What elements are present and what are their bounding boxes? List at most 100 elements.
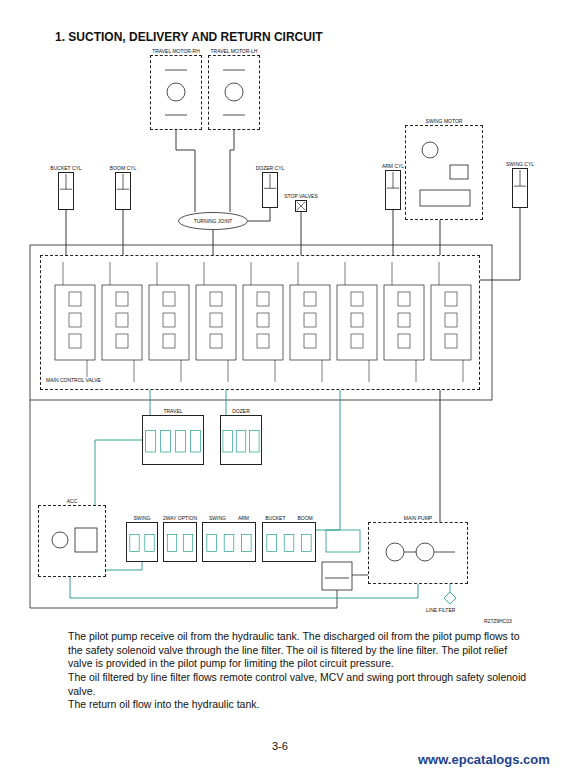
pilot-valve: [130, 534, 139, 551]
tank-symbol: [322, 562, 352, 590]
turning-joint: TURNING JOINT: [178, 212, 248, 230]
label-row: SWING MOTOR: [425, 119, 464, 124]
spool-section: [384, 285, 424, 360]
port-stub: [298, 262, 322, 382]
hydraulic-line: [393, 210, 394, 255]
label-row: DOZER: [231, 409, 251, 414]
pilot-valve: [236, 430, 246, 452]
port-stub: [251, 262, 275, 382]
pilot-valve: [146, 430, 156, 452]
hydraulic-line: [248, 208, 270, 221]
cylinder: DOZER CYL: [262, 172, 278, 208]
main-pump: MAIN PUMP: [368, 522, 468, 584]
solenoid-valve: [75, 528, 97, 552]
pilot-valve: [191, 430, 201, 452]
remote-control-valve: 2WAY OPTION: [163, 522, 197, 562]
motor-valve: [165, 70, 245, 115]
hydraulic-line: [230, 130, 234, 212]
component-label: BUCKET: [264, 516, 286, 521]
label-row: ARM CYL: [381, 164, 405, 169]
spool-block: [69, 334, 81, 348]
label-row: TURNING JOINT: [178, 212, 248, 230]
hydraulic-line: [66, 210, 67, 255]
port-stub: [110, 262, 134, 382]
pilot-valve: [167, 534, 176, 551]
remote-control-valve: TRAVEL: [142, 415, 204, 465]
spool-block: [304, 313, 316, 327]
node-outline: [386, 171, 400, 209]
motor-symbol: [225, 83, 243, 101]
label-row: SWING: [133, 516, 152, 521]
spool-block: [116, 334, 128, 348]
pilot-valve: [242, 534, 252, 551]
component-label: SWING MOTOR: [425, 119, 464, 124]
spool-block: [351, 313, 363, 327]
spool-block: [398, 292, 410, 306]
component-label: BOOM: [297, 516, 314, 521]
caption: The pilot pump receive oil from the hydr…: [68, 630, 530, 671]
spool-section: [196, 285, 236, 360]
hydraulic-line: [316, 390, 340, 530]
pilot-valve: [145, 534, 154, 551]
hydraulic-line: [150, 390, 151, 415]
label-row: 2WAY OPTION: [162, 516, 198, 521]
label-row: TRAVEL: [162, 409, 183, 414]
spool-section: [102, 285, 142, 360]
part-label: LINE FILTER: [426, 607, 455, 613]
hydraulic-line: [480, 208, 520, 280]
pilot-valve: [250, 430, 260, 452]
spool-section: [149, 285, 189, 360]
hydraulic-line: [70, 577, 418, 598]
cylinder: BOOM CYL: [115, 172, 131, 210]
spool-block: [304, 292, 316, 306]
piston-rod: [387, 172, 399, 188]
spool-block: [351, 334, 363, 348]
pilot-valve: [284, 534, 294, 551]
label-row: BUCKET CYL: [49, 166, 82, 171]
label-row: MAIN PUMP: [403, 516, 433, 521]
hydraulic-line: [123, 210, 124, 255]
pilot-valve: [223, 430, 233, 452]
component-label: ARM: [237, 516, 250, 521]
node-outline: [203, 523, 255, 561]
node-outline: [513, 169, 527, 207]
piston-rod: [514, 170, 526, 186]
port-stub: [204, 262, 228, 382]
hydraulic-line: [213, 230, 214, 255]
pilot-valve: [183, 534, 192, 551]
pilot-valve: [224, 534, 234, 551]
component-label: SWING: [208, 516, 227, 521]
piston-rod: [117, 174, 129, 189]
component-label: ACC: [66, 499, 79, 504]
node-outline: [143, 416, 203, 464]
piston-rod: [264, 174, 276, 188]
spool-block: [116, 313, 128, 327]
component-label: MAIN CONTROL VALVE: [45, 377, 102, 383]
pilot-valve: [207, 534, 217, 551]
pilot-valve: [267, 534, 277, 551]
hydraulic-line: [301, 212, 302, 255]
pilot-valve: [176, 430, 186, 452]
hydraulic-line: [440, 220, 441, 255]
spool-block: [398, 313, 410, 327]
caption-paragraph: The oil filtered by line filter flows re…: [68, 671, 530, 698]
spool-block: [257, 313, 269, 327]
remote-control-valve: SWING: [126, 522, 158, 562]
node-outline: [116, 173, 130, 209]
spool-block: [351, 292, 363, 306]
pilot-valve: [302, 534, 312, 551]
component-label: TRAVEL: [162, 409, 183, 414]
label-row: TRAVEL MOTOR-LH: [210, 49, 259, 54]
node-outline: [164, 523, 196, 561]
figure-code: R27Z9HC03: [484, 618, 512, 624]
component-label: TURNING JOINT: [193, 219, 234, 224]
component-label: BOOM CYL: [109, 166, 137, 171]
pilot-pump-block: [326, 530, 360, 552]
component-label: MAIN PUMP: [403, 516, 433, 521]
port-stub: [392, 262, 416, 382]
label-row: BUCKET BOOM: [264, 516, 314, 521]
pump-shaft: [404, 552, 455, 553]
watermark: www.epcatalogs.com: [418, 752, 550, 767]
swing-valve: [420, 190, 470, 206]
return-line: [30, 400, 337, 608]
